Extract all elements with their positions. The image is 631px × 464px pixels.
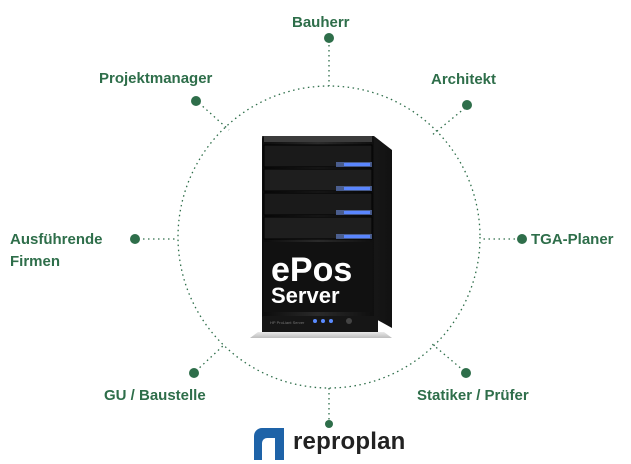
- dot-tga: [517, 234, 527, 244]
- dot-architekt: [462, 100, 472, 110]
- connector-statiker: [430, 342, 465, 372]
- reproplan-logo-icon: [254, 428, 284, 460]
- label-gu-baustelle: GU / Baustelle: [104, 387, 206, 404]
- dot-bauherr: [324, 33, 334, 43]
- dot-ausfuehrende: [130, 234, 140, 244]
- connectors: [138, 40, 520, 422]
- server-pedestal: [250, 332, 392, 338]
- drive-bay: [263, 216, 373, 240]
- label-statiker: Statiker / Prüfer: [417, 387, 529, 404]
- connector-architekt: [430, 107, 466, 137]
- server-lower-panel: [264, 242, 372, 312]
- label-projektmanager: Projektmanager: [99, 70, 213, 87]
- server-tower: HP ProLiant Server ePos Server: [250, 136, 392, 338]
- node-dots: [130, 33, 527, 428]
- connector-baustelle: [195, 343, 226, 372]
- front-panel-text: HP ProLiant Server: [270, 320, 305, 325]
- reproplan-brand: reproplan: [251, 426, 421, 462]
- led-glows: [336, 162, 372, 239]
- label-ausfuehrende-line2: Firmen: [10, 253, 61, 270]
- label-ausfuehrende-line1: Ausführende: [10, 231, 103, 248]
- front-controls: [313, 319, 333, 323]
- power-button: [346, 318, 352, 324]
- label-tga-planer: TGA-Planer: [531, 231, 614, 248]
- label-architekt: Architekt: [431, 71, 497, 88]
- center-subtitle: Server: [271, 283, 340, 308]
- brand-name: reproplan: [293, 428, 406, 455]
- drive-bay: [263, 192, 373, 216]
- connector-projektmanager: [198, 102, 230, 131]
- dot-statiker: [461, 368, 471, 378]
- drive-bay: [263, 144, 373, 168]
- server-base: [262, 316, 378, 334]
- dot-baustelle: [189, 368, 199, 378]
- drive-bays: [263, 144, 373, 240]
- server-top: [264, 136, 372, 142]
- label-bauherr: Bauherr: [292, 14, 350, 31]
- dot-reproplan: [325, 420, 333, 428]
- dot-projektmanager: [191, 96, 201, 106]
- drive-bay: [263, 168, 373, 192]
- center-title: ePos: [271, 251, 352, 289]
